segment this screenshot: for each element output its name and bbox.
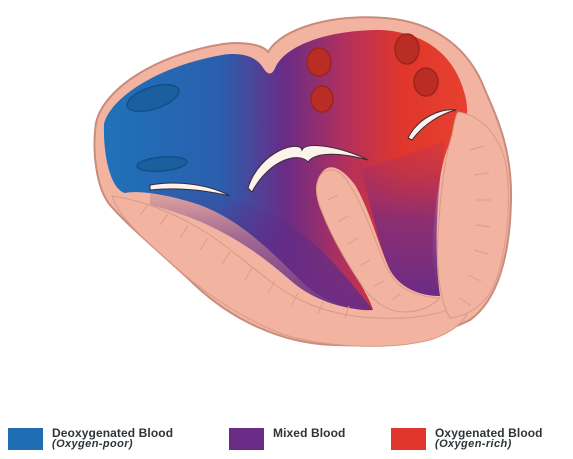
legend-label: Mixed Blood: [273, 428, 345, 439]
pulmonary-vein-opening-3: [395, 34, 419, 64]
heart-illustration: [0, 0, 573, 400]
legend-item-mixed: Mixed Blood: [229, 428, 345, 450]
legend: Deoxygenated Blood (Oxygen-poor) Mixed B…: [0, 418, 573, 459]
legend-item-oxygenated: Oxygenated Blood (Oxygen-rich): [391, 428, 543, 450]
legend-swatch-mixed: [229, 428, 264, 450]
legend-sublabel: (Oxygen-poor): [52, 439, 173, 450]
pulmonary-vein-opening-4: [414, 68, 438, 96]
legend-swatch-deoxygenated: [8, 428, 43, 450]
legend-item-deoxygenated: Deoxygenated Blood (Oxygen-poor): [8, 428, 173, 450]
legend-swatch-oxygenated: [391, 428, 426, 450]
legend-sublabel: (Oxygen-rich): [435, 439, 543, 450]
pulmonary-vein-opening-1: [307, 48, 331, 76]
pulmonary-vein-opening-2: [311, 86, 333, 112]
